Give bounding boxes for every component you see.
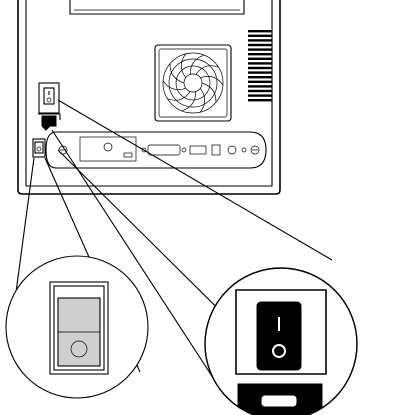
vent-slot	[248, 81, 272, 83]
fan-blade	[182, 92, 196, 111]
vent-slot	[248, 39, 272, 41]
interface-panel	[46, 132, 266, 168]
vent-slot	[248, 35, 272, 37]
vent-slot	[248, 53, 272, 55]
printer-housing	[18, 0, 280, 194]
usb-port	[212, 145, 220, 155]
fan-grille	[155, 45, 231, 121]
power-switch-lower	[33, 139, 45, 157]
power-inlet-small	[38, 114, 60, 130]
vent-slot	[248, 48, 272, 50]
callout-switch-off	[6, 256, 148, 398]
parallel-port	[148, 145, 180, 155]
vent-slot	[248, 44, 272, 46]
vent-slot	[248, 85, 272, 87]
vent-slot	[248, 67, 272, 69]
fan-blade	[200, 88, 205, 112]
callout-switch-on	[205, 268, 357, 415]
vent-slot	[248, 99, 272, 101]
vent-slots	[248, 30, 272, 101]
fan-blade	[190, 55, 204, 74]
fan-blade	[181, 54, 186, 78]
network-port	[190, 146, 206, 154]
rocker-on	[257, 302, 301, 370]
vent-slot	[248, 94, 272, 96]
vent-slot	[248, 90, 272, 92]
vent-slot	[248, 58, 272, 60]
vent-slot	[248, 62, 272, 64]
fan-blade	[170, 64, 184, 83]
vent-slot	[248, 30, 272, 32]
top-tray-slot	[70, 0, 244, 14]
vent-slot	[248, 76, 272, 78]
vent-slot	[248, 71, 272, 73]
power-switch-small	[39, 83, 59, 113]
fan-blade	[202, 83, 216, 102]
